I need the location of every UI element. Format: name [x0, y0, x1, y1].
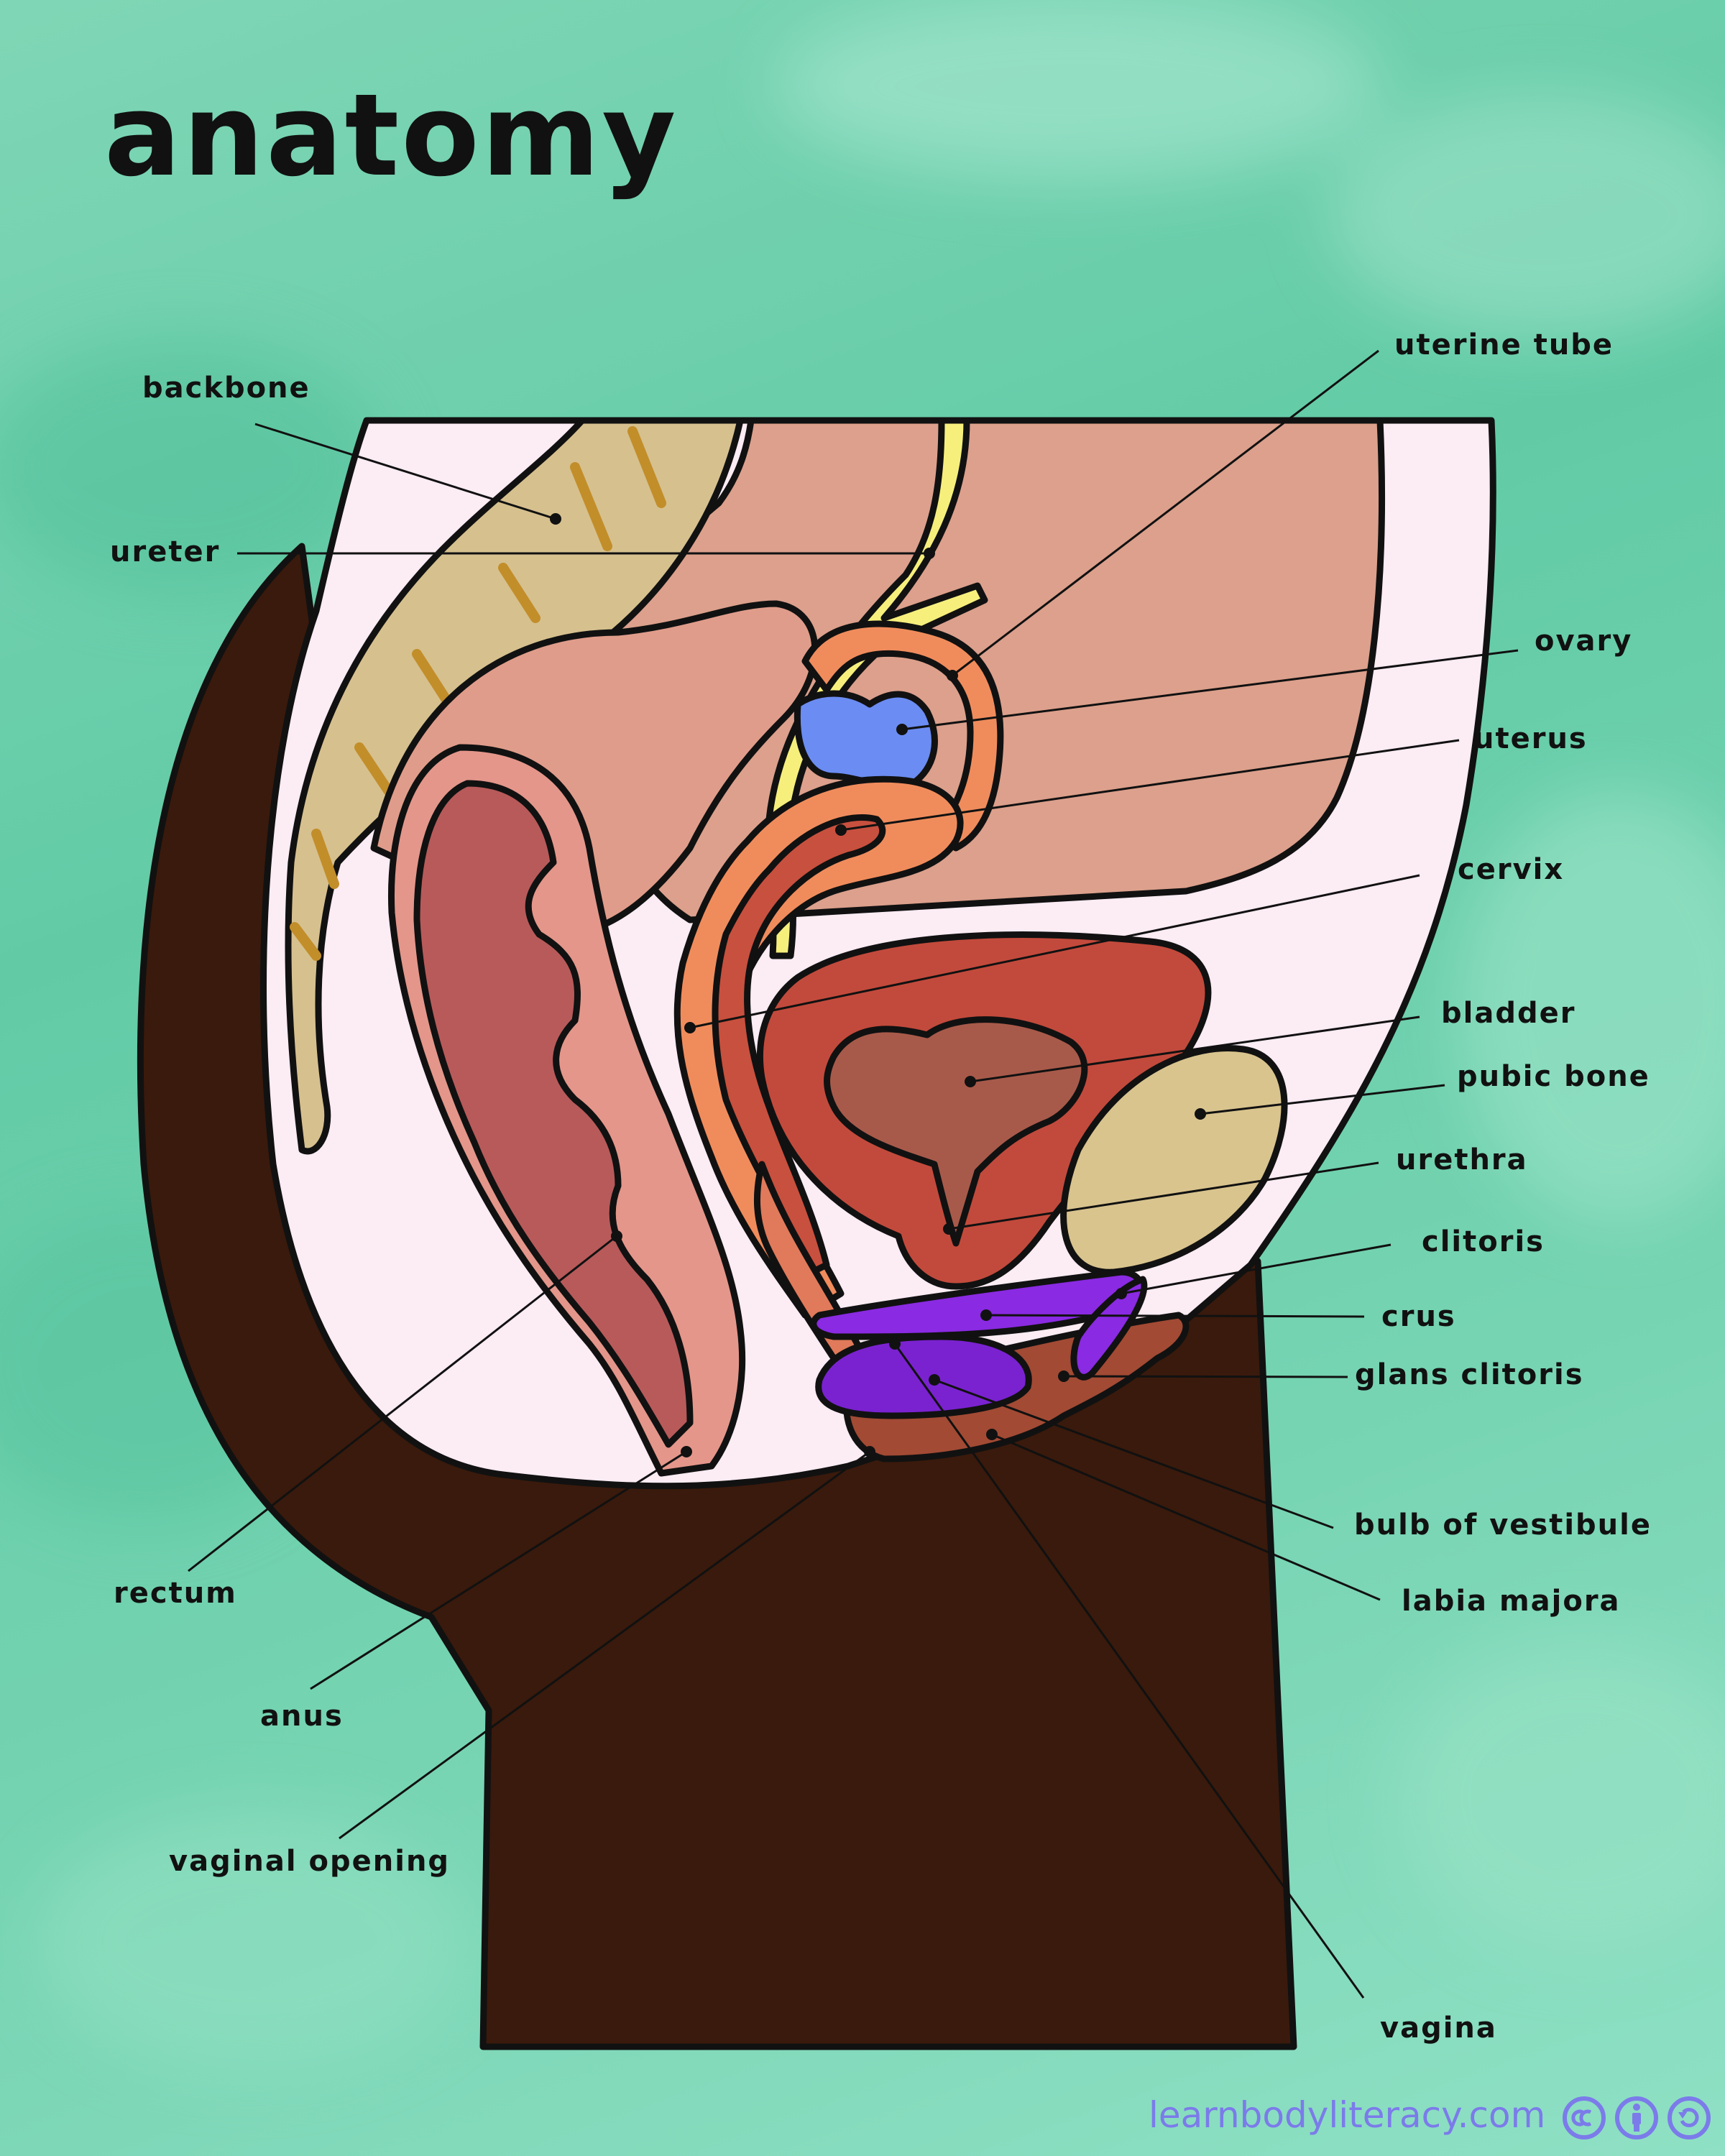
- label-ureter: ureter: [110, 535, 221, 568]
- label-anus: anus: [260, 1700, 344, 1733]
- label-rectum: rectum: [114, 1577, 237, 1610]
- attribution-icon: [1615, 2096, 1658, 2139]
- share-alike-icon: [1668, 2096, 1711, 2139]
- label-backbone: backbone: [142, 372, 310, 405]
- label-pubic-bone: pubic bone: [1457, 1060, 1650, 1093]
- label-bladder: bladder: [1441, 997, 1576, 1030]
- label-uterus: uterus: [1473, 722, 1588, 755]
- leader-lines: [188, 349, 1519, 1999]
- label-uterine-tube: uterine tube: [1394, 328, 1614, 361]
- vertebra-stripes: [290, 426, 666, 961]
- label-urethra: urethra: [1396, 1143, 1528, 1176]
- cc-license-icons: [1563, 2096, 1711, 2139]
- label-crus: crus: [1381, 1300, 1456, 1333]
- label-vaginal-opening: vaginal opening: [169, 1845, 451, 1878]
- uterine-tube: [801, 620, 1004, 852]
- label-labia-majora: labia majora: [1402, 1585, 1621, 1618]
- glans-clitoris: [1070, 1276, 1148, 1381]
- footer-url: learnbodyliteracy.com: [1149, 2094, 1546, 2136]
- rectum-folds: [413, 780, 694, 1448]
- label-clitoris: clitoris: [1422, 1225, 1545, 1258]
- label-vagina: vagina: [1380, 2012, 1497, 2045]
- creative-commons-icon: [1563, 2096, 1606, 2139]
- pubic-bone: [1060, 1045, 1288, 1276]
- ovary: [794, 690, 938, 789]
- leader-dots: [550, 513, 1206, 1457]
- label-bulb-of-vestibule: bulb of vestibule: [1354, 1508, 1652, 1542]
- page-title: anatomy: [104, 70, 678, 202]
- label-ovary: ovary: [1535, 625, 1633, 658]
- label-cervix: cervix: [1458, 853, 1565, 886]
- label-glans-clitoris: glans clitoris: [1355, 1358, 1584, 1391]
